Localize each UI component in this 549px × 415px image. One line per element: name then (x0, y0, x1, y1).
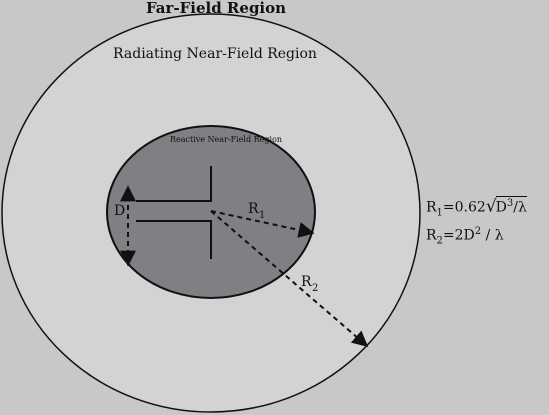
r1-label: R 1 (248, 201, 265, 221)
svg-text:2: 2 (312, 283, 318, 294)
r2-arrow (210, 210, 369, 348)
r1-formula: R1=0.62√D3/λ (426, 196, 527, 219)
far-field-title: Far-Field Region (146, 0, 286, 17)
d-label: D (114, 203, 125, 219)
svg-text:1: 1 (259, 210, 265, 221)
svg-text:R: R (301, 274, 312, 290)
r2-formula: R2=2D2 / λ (426, 226, 504, 247)
r2-label: R 2 (301, 274, 318, 294)
radiating-near-field-label: Radiating Near-Field Region (113, 46, 317, 62)
reactive-near-field-label: Reactive Near-Field Region (170, 135, 282, 144)
antenna-icon (136, 166, 212, 259)
svg-text:R: R (248, 201, 259, 217)
